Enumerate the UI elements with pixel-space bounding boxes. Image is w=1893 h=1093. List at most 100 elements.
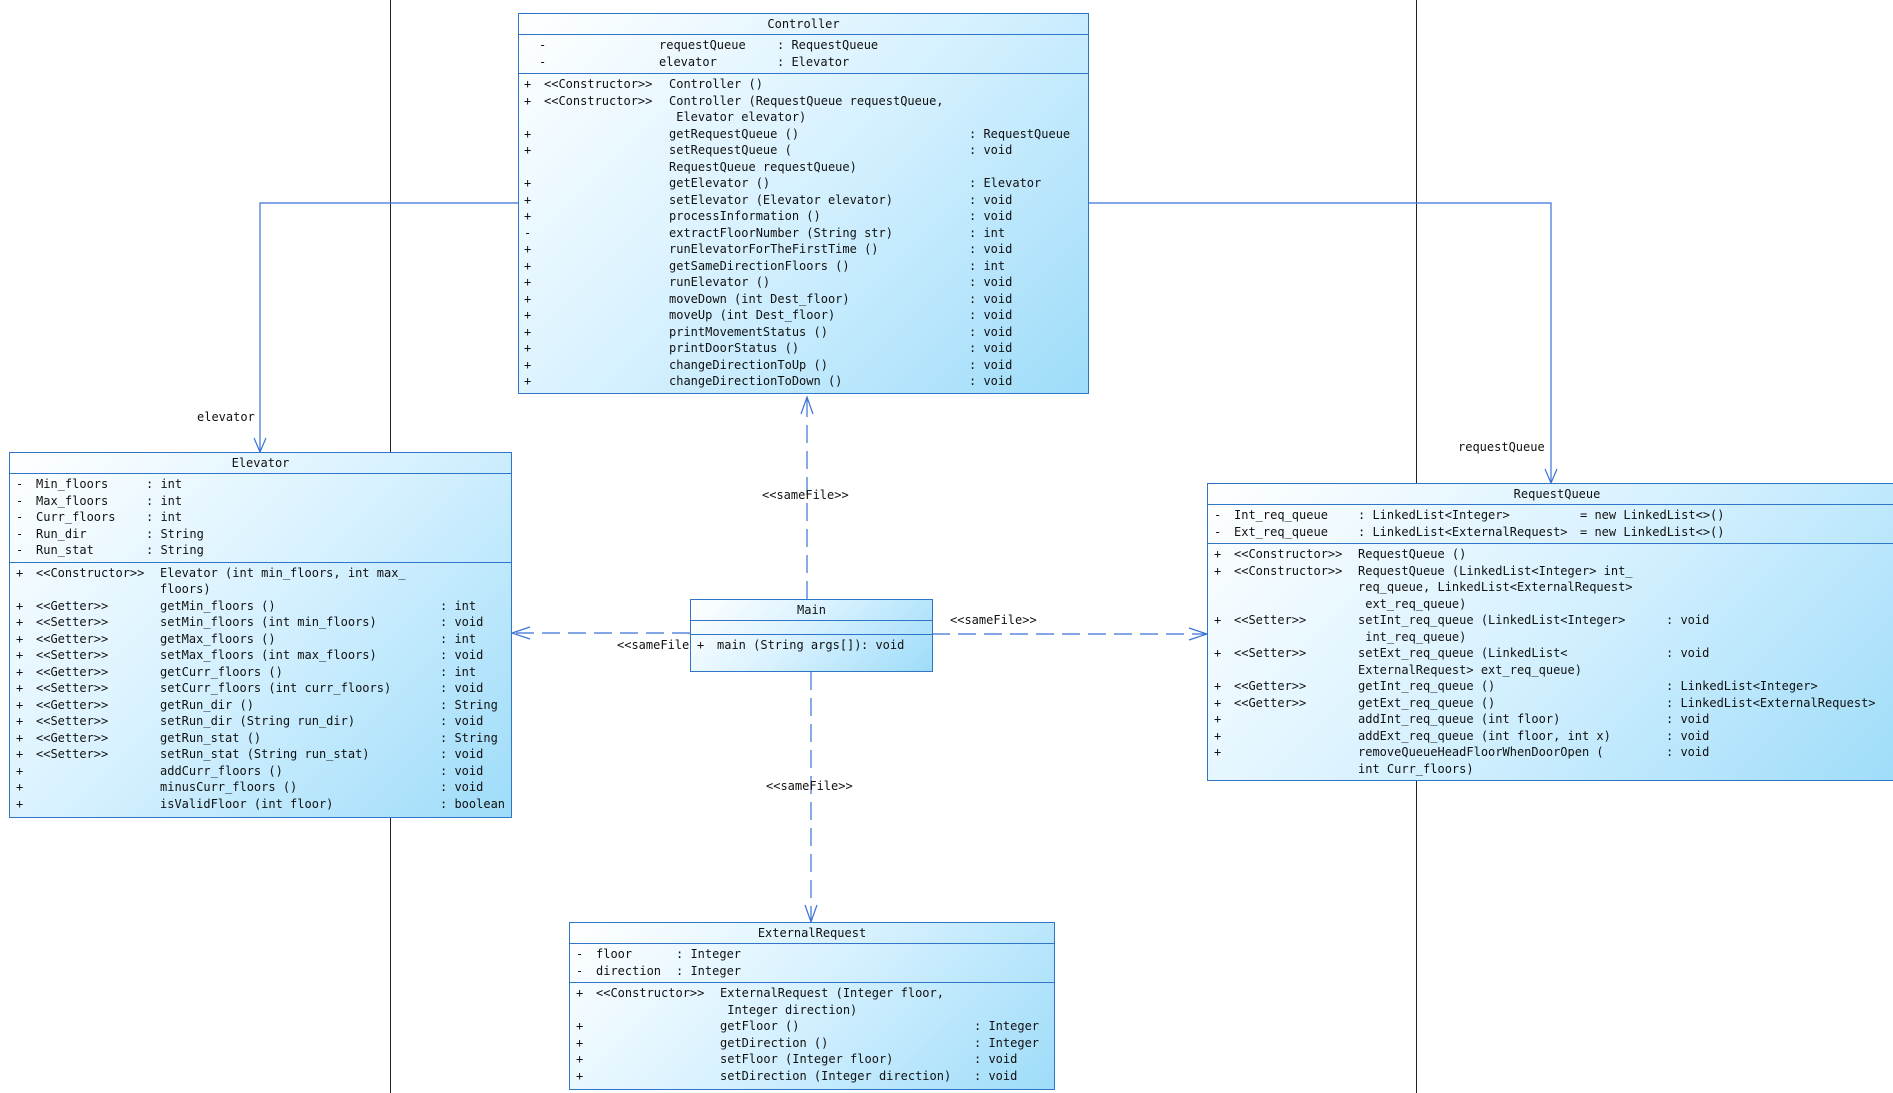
operation-vis: + [16,697,24,712]
attribute-vis: - [1214,524,1222,539]
operation-sig: getCurr_floors () [160,664,283,679]
operation-vis: + [16,648,24,662]
attribute-row: -Curr_floors: int [10,509,511,526]
attributes-compartment: -floor : Integer-direction: Integer [570,944,1054,983]
operation-row: +changeDirectionToDown (): void [519,373,1088,390]
class-externalrequest[interactable]: ExternalRequest-floor: Integer-direction… [569,922,1055,1090]
operation-row: +<<Setter>>setMin_floors (int min_floors… [10,614,511,631]
class-controller[interactable]: Controller-requestQueue: RequestQueue-el… [518,13,1089,394]
dependency-label-requestqueue: <<sameFile>> [950,613,1037,627]
operation-stereo: <<Constructor>> [1234,563,1343,578]
operation-row: +<<Constructor>>Controller (RequestQueue… [519,93,1088,110]
attribute-vis: - [576,947,584,961]
operation-row: +getFloor (): Integer [570,1018,1054,1035]
operation-row: +runElevatorForTheFirstTime (): void [519,241,1088,258]
operation-stereo: <<Getter>> [1234,695,1307,710]
operation-vis: + [524,126,532,141]
operation-ret: : Elevator [969,176,1042,190]
attribute-name: Ext_req_queue [1234,524,1328,539]
class-main[interactable]: Main +main (String args[]): void [690,599,933,672]
association-controller-requestqueue[interactable] [1088,202,1552,483]
attribute-row: -Ext_req_queue: LinkedList<ExternalReque… [1208,524,1893,541]
class-elevator[interactable]: Elevator-Min_floors: int-Max_floors: int… [9,452,512,818]
operation-stereo: <<Setter>> [36,615,109,629]
operation-row: +setDirection (Integer direction): void [570,1068,1054,1085]
operation-sig: getExt_req_queue () [1358,695,1496,710]
operation-vis: + [1214,728,1222,743]
operation-ret: : LinkedList<ExternalRequest> [1666,695,1876,710]
operation-row: +minusCurr_floors (): void [10,779,511,796]
operation-stereo: <<Getter>> [36,631,109,646]
operation-sig: setRun_stat (String run_stat) [160,747,370,761]
operation-ret: : void [861,638,905,652]
attribute-name: floor [596,947,633,961]
association-label-elevator: elevator [197,410,255,424]
operation-vis: + [16,747,24,761]
operation-stereo: <<Setter>> [1234,646,1307,660]
class-title: Main [691,600,932,621]
operation-sig: Elevator (int min_floors, int max_ [160,565,406,580]
operation-sig: moveDown (int Dest_floor) [669,291,850,306]
operation-row: +setElevator (Elevator elevator): void [519,192,1088,209]
operation-row: int Curr_floors) [1208,761,1893,778]
operation-ret: : void [969,242,1013,256]
operation-sig: getSameDirectionFloors () [669,258,850,273]
operation-row: +<<Setter>>setMax_floors (int max_floors… [10,647,511,664]
operation-stereo: <<Constructor>> [36,565,145,580]
operation-row: +getSameDirectionFloors (): int [519,258,1088,275]
operation-vis: + [524,275,532,289]
operation-ret: : boolean [440,796,506,811]
attribute-name: Run_dir [36,526,87,541]
operation-sig: getRun_dir () [160,697,254,712]
operation-stereo: <<Getter>> [1234,679,1307,693]
operation-ret: : int [440,631,477,646]
operation-ret: : int [440,598,477,613]
attribute-vis: - [16,526,24,541]
operation-row: +setRequestQueue (: void [519,142,1088,159]
operation-row: +<<Constructor>>Elevator (int min_floors… [10,565,511,582]
operation-sig: getMin_floors () [160,598,276,613]
attribute-type: : RequestQueue [777,38,879,52]
attribute-name: requestQueue [659,38,746,52]
attribute-vis: - [576,963,584,978]
attribute-row: -elevator: Elevator [519,54,1088,71]
operation-vis: + [524,291,532,306]
operation-vis: + [697,638,705,652]
operation-stereo: <<Getter>> [36,664,109,679]
attribute-row: -direction: Integer [570,963,1054,980]
operation-ret: : void [1666,613,1710,627]
attribute-type: : Integer [676,963,742,978]
operation-row: +printMovementStatus (): void [519,324,1088,341]
operation-vis: + [524,357,532,372]
operation-row: +<<Getter>>getMin_floors (): int [10,598,511,615]
attribute-type: : int [146,477,183,491]
operation-sig: floors) [160,582,211,596]
operation-row: +<<Getter>>getRun_stat (): String [10,730,511,747]
operation-vis: + [576,1035,584,1050]
operation-ret: : void [969,192,1013,207]
operation-ret: : void [969,374,1013,388]
operation-vis: + [16,730,24,745]
operation-ret: : Integer [974,1035,1040,1050]
operation-stereo: <<Constructor>> [1234,547,1343,561]
operation-row: +main (String args[]): void [691,637,932,654]
operation-ret: : void [974,1068,1018,1083]
operation-vis: + [16,780,24,794]
operation-row: +<<Constructor>>ExternalRequest (Integer… [570,985,1054,1002]
operation-vis: + [524,77,532,91]
operation-vis: + [1214,695,1222,710]
operation-sig: getDirection () [720,1035,829,1050]
operation-sig: processInformation () [669,209,821,223]
operation-sig: addExt_req_queue (int floor, int x) [1358,728,1611,743]
operation-sig: getRequestQueue () [669,126,800,141]
operation-ret: : void [969,143,1013,157]
association-controller-elevator[interactable] [259,202,518,452]
operation-ret: : Integer [974,1019,1040,1033]
attribute-name: Run_stat [36,543,94,557]
class-requestqueue[interactable]: RequestQueue-Int_req_queue: LinkedList<I… [1207,483,1893,781]
attribute-type: : String [146,543,204,557]
operation-sig: Integer direction) [720,1002,858,1017]
operation-vis: + [576,1019,584,1033]
operation-ret: : LinkedList<Integer> [1666,679,1818,693]
